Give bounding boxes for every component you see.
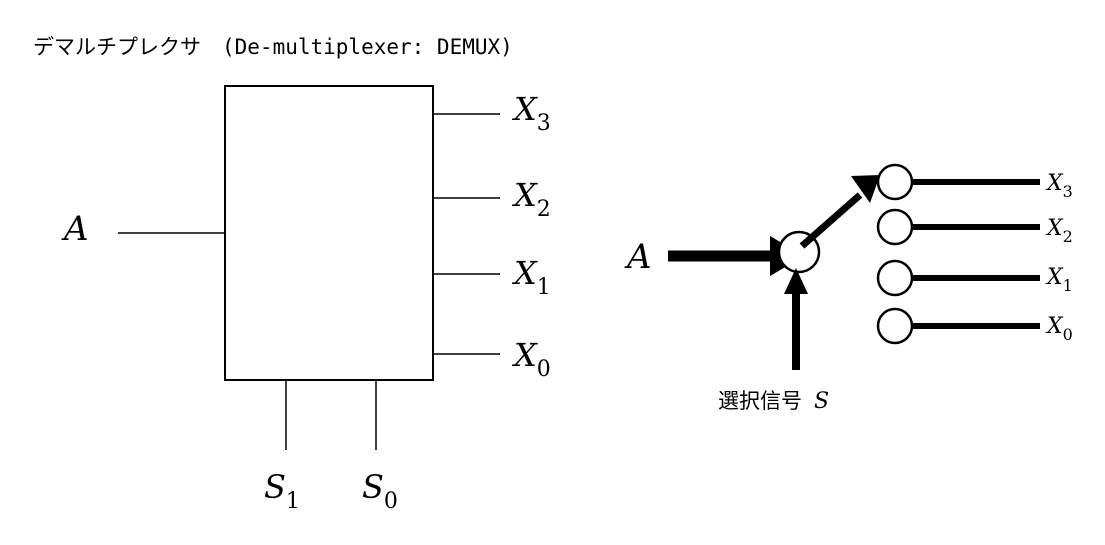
output-x1-label: X1 (511, 254, 551, 300)
output-x0-label: X0 (511, 336, 551, 382)
demux-block-diagram: A X3 X2 X1 X0 S1 S0 (61, 85, 551, 514)
switch-terminal-x1 (876, 259, 914, 297)
demux-block (224, 85, 434, 381)
demux-switch-diagram: A X3 X2 X1 X0 (624, 163, 1073, 414)
output-x3-label: X3 (511, 90, 551, 136)
switch-output-x2-label: X2 (1045, 216, 1073, 246)
switch-arm-arrow (799, 192, 863, 249)
switch-terminal-x0 (876, 307, 914, 345)
switch-terminal-x3 (876, 163, 914, 201)
diagram-title: デマルチプレクサ (De-multiplexer: DEMUX) (33, 35, 513, 59)
select-s0-label: S0 (362, 468, 398, 514)
switch-input-a-label: A (624, 237, 652, 277)
switch-output-x3-label: X3 (1045, 171, 1073, 201)
output-x2-label: X2 (511, 176, 551, 222)
switch-output-x1-label: X1 (1045, 265, 1073, 295)
switch-output-x0-label: X0 (1045, 314, 1073, 344)
input-a-label: A (61, 209, 89, 249)
switch-terminal-x2 (876, 208, 914, 246)
switch-select-arrowhead (784, 268, 808, 294)
switch-arm-arrowhead (851, 175, 880, 203)
select-s1-label: S1 (264, 468, 300, 514)
